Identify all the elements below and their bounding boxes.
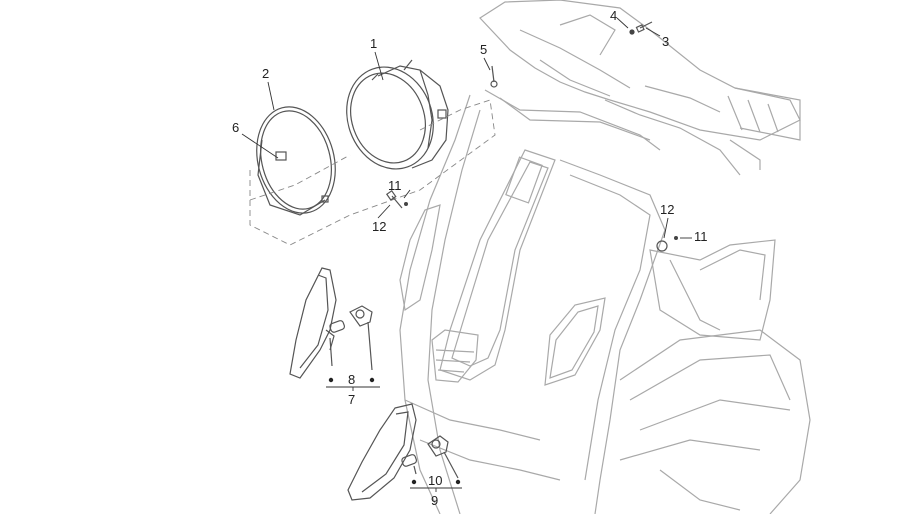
- bracket-9: [410, 479, 462, 492]
- label-part-9: 9: [431, 493, 438, 508]
- label-part-8: 8: [348, 372, 355, 387]
- headlamp-rim-part-2: [256, 106, 336, 216]
- leader-lines: [241, 17, 692, 239]
- label-part-6: 6: [232, 120, 239, 135]
- right-bulb-socket: [401, 435, 459, 479]
- left-turn-signal-lens: [289, 267, 337, 379]
- label-part-11-left: 11: [388, 178, 402, 193]
- left-bulb-socket: [329, 305, 373, 371]
- nut-12-screw-11-right: [656, 236, 678, 252]
- label-part-4: 4: [610, 8, 617, 23]
- label-part-3: 3: [662, 34, 669, 49]
- scooter-body: [399, 0, 811, 514]
- part-labels: 1 2 3 4 5 6 7 8 9 10 11 11 12 12: [232, 8, 708, 508]
- label-part-12-right: 12: [660, 202, 674, 217]
- label-part-12-left: 12: [372, 219, 386, 234]
- bracket-7: [326, 377, 380, 391]
- label-part-10: 10: [428, 473, 442, 488]
- screw-11-12-left: [385, 189, 408, 209]
- label-part-2: 2: [262, 66, 269, 81]
- screw-3-4: [629, 21, 653, 35]
- headlamp-part-1: [346, 59, 449, 170]
- right-turn-signal-lens: [347, 403, 417, 501]
- screw-5: [490, 65, 498, 88]
- label-part-7: 7: [348, 392, 355, 407]
- label-part-5: 5: [480, 42, 487, 57]
- label-part-1: 1: [370, 36, 377, 51]
- label-part-11-right: 11: [694, 229, 708, 244]
